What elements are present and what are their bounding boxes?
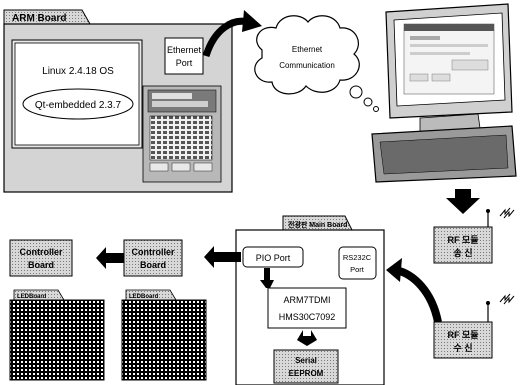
led-board-1-matrix — [9, 299, 105, 381]
rf-rx-signal-icon — [499, 293, 511, 303]
controller-board-1-line2: Board — [28, 260, 54, 270]
cpu-eeprom-arrow — [297, 330, 317, 346]
led-board-1-label: LEDBoard — [17, 294, 47, 300]
cpu-line2: HMS30C7092 — [279, 312, 336, 322]
ethernet-port-line1: Ethernet — [167, 45, 202, 55]
controller-board-1-line1: Controller — [19, 247, 62, 257]
rs232-line1: RS232C — [343, 253, 372, 262]
ethernet-port-box — [164, 37, 204, 75]
rf-rx-box — [433, 321, 493, 359]
controller-board-2: Controller Board — [123, 239, 183, 277]
led-board-1: LEDBoard — [9, 289, 105, 381]
ethernet-arrow-head — [242, 10, 262, 32]
pio-to-controller-arrow — [204, 246, 241, 268]
eeprom-line2: EEPROM — [289, 369, 324, 378]
cloud-line1: Ethernet — [292, 45, 323, 54]
rf-tx-signal-icon — [499, 207, 511, 217]
controller-board-1: Controller Board — [9, 239, 73, 277]
rf-module-rx: RF 모듈 수 신 — [433, 293, 515, 359]
rf-tx-line1: RF 모듈 — [447, 235, 478, 245]
led-board-2: LEDBoard — [121, 289, 207, 381]
os-label: Linux 2.4.18 OS — [42, 66, 114, 77]
arm-board-tab-label: ARM Board — [12, 13, 66, 24]
pc-to-rf-arrow — [446, 189, 480, 214]
led-board-2-label: LEDBoard — [129, 294, 159, 300]
cloud-line2: Communication — [279, 61, 335, 70]
rf-module-tx: RF 모듈 송 신 — [433, 207, 515, 264]
rf-to-rs232-arrow-curve — [394, 266, 442, 323]
rs232-port-box — [338, 246, 377, 280]
cpu-box — [267, 287, 347, 329]
controller-board-2-box — [123, 239, 183, 277]
ethernet-cloud: Ethernet Communication — [254, 15, 379, 112]
eeprom-box — [273, 349, 339, 384]
screen-window — [403, 23, 495, 95]
arm-device-image — [142, 85, 222, 183]
arm-board: ARM Board Linux 2.4.18 OS Qt-embedded 2.… — [3, 9, 233, 193]
qt-ellipse — [22, 88, 134, 120]
ethernet-port-line2: Port — [176, 58, 193, 68]
cloud-bubble-3 — [373, 106, 379, 112]
rf-rx-line1: RF 모듈 — [447, 330, 478, 340]
main-board: 전광판 Main Board PIO Port RS232C Port ARM7… — [235, 215, 385, 385]
rf-tx-line2: 송 신 — [453, 247, 472, 258]
controller-board-1-box — [9, 239, 73, 277]
cpu-line1: ARM7TDMI — [284, 295, 331, 305]
controller-to-controller-arrow — [96, 247, 124, 269]
screen-window-titlebar — [404, 24, 494, 31]
rf-to-rs232-arrow-head — [386, 258, 402, 282]
controller-board-2-line2: Board — [140, 260, 166, 270]
cloud-bubble-2 — [363, 97, 373, 107]
eeprom-line1: Serial — [295, 356, 317, 365]
rf-tx-box — [433, 226, 493, 264]
controller-board-2-line1: Controller — [131, 247, 174, 257]
qt-label: Qt-embedded 2.3.7 — [35, 100, 122, 111]
pio-port-box — [242, 246, 304, 268]
led-board-2-matrix — [121, 299, 207, 381]
pio-port-label: PIO Port — [256, 253, 291, 263]
rs232-line2: Port — [350, 265, 365, 274]
pc-computer-image — [371, 3, 517, 183]
rf-rx-line2: 수 신 — [453, 342, 472, 353]
cpu-to-pio-arrow — [260, 268, 274, 288]
cloud-bubble-1 — [349, 85, 363, 99]
main-board-tab-label: 전광판 Main Board — [288, 220, 347, 229]
